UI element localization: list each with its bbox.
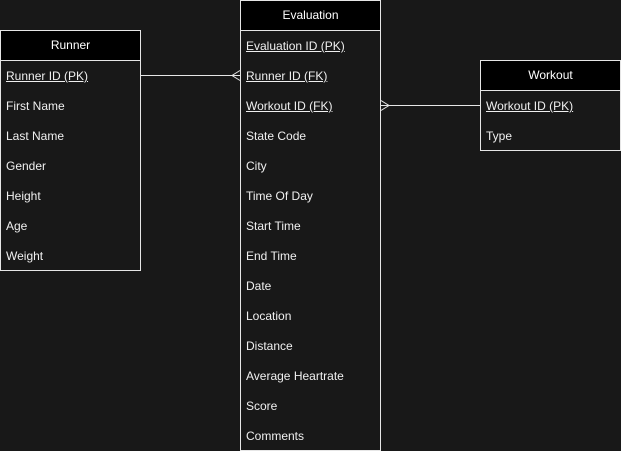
evaluation-field: Score <box>246 399 278 413</box>
evaluation-field: Location <box>246 309 292 323</box>
relationship-runner-evaluation <box>141 70 241 81</box>
evaluation-field: Average Heartrate <box>246 369 344 383</box>
evaluation-field: State Code <box>246 129 307 143</box>
evaluation-entity[interactable]: Evaluation Evaluation ID (PK) Runner ID (… <box>240 0 381 451</box>
runner-field: Last Name <box>6 129 65 143</box>
workout-entity-title: Workout <box>481 61 620 91</box>
evaluation-field: Comments <box>246 429 305 443</box>
evaluation-field: Runner ID (FK) <box>246 69 328 83</box>
evaluation-field-list: Evaluation ID (PK) Runner ID (FK) Workout … <box>241 31 380 451</box>
workout-field-list: Workout ID (PK) Type <box>481 91 620 151</box>
evaluation-field: Time Of Day <box>246 189 313 203</box>
runner-field: First Name <box>6 99 65 113</box>
evaluation-field: Start Time <box>246 219 301 233</box>
evaluation-field: End Time <box>246 249 297 263</box>
evaluation-field: City <box>246 159 267 173</box>
evaluation-field: Workout ID (FK) <box>246 99 333 113</box>
workout-field: Type <box>486 129 513 143</box>
workout-field: Workout ID (PK) <box>486 99 574 113</box>
evaluation-field: Date <box>246 279 272 293</box>
relationship-workout-evaluation <box>380 100 480 111</box>
runner-field: Weight <box>6 249 44 263</box>
runner-field: Age <box>6 219 28 233</box>
evaluation-field: Distance <box>246 339 293 353</box>
evaluation-entity-title: Evaluation <box>241 1 380 31</box>
runner-entity-title: Runner <box>1 31 140 61</box>
evaluation-field: Evaluation ID (PK) <box>246 39 345 53</box>
runner-field: Runner ID (PK) <box>6 69 89 83</box>
runner-field: Gender <box>6 159 47 173</box>
workout-entity[interactable]: Workout Workout ID (PK) Type <box>480 60 621 151</box>
runner-field: Height <box>6 189 41 203</box>
